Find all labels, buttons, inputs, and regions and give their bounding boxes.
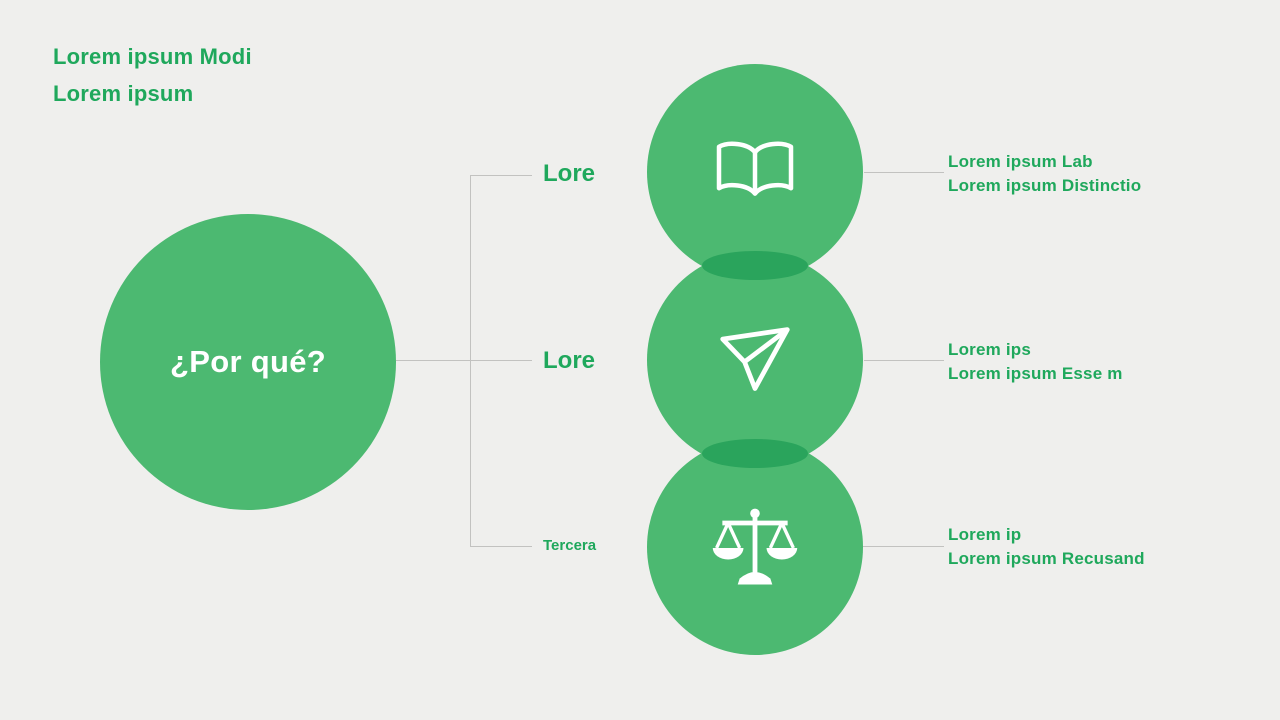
connector-right2-line [864, 360, 944, 361]
branch-label-1: Lore [543, 160, 596, 187]
circle-overlap-2 [702, 439, 808, 468]
root-circle: ¿Por qué? [100, 214, 396, 510]
branch2-description-line1: Lorem ips [948, 340, 1032, 359]
branch2-description: Lorem ips Lorem ipsum Esse m [948, 338, 1123, 386]
connector-right3-line [862, 546, 944, 547]
slide-title-line-1: Lorem ipsum Modi [53, 44, 252, 69]
branch-label-2: Lore [543, 347, 596, 374]
scales-icon [712, 508, 798, 585]
book-icon [716, 141, 794, 196]
paper-plane-icon [720, 327, 790, 391]
circle-overlap-1 [702, 251, 808, 280]
connector-branch3-line [470, 546, 532, 547]
branch1-description-line1: Lorem ipsum Lab [948, 152, 1093, 171]
branch2-description-line2: Lorem ipsum Esse m [948, 364, 1123, 383]
connector-root-line [396, 360, 470, 361]
node-circle-1 [647, 64, 863, 280]
slide-title-line-2: Lorem ipsum [53, 81, 194, 106]
branch3-description: Lorem ip Lorem ipsum Recusand [948, 523, 1145, 571]
connector-branch2-line [470, 360, 532, 361]
connector-branch1-line [470, 175, 532, 176]
branch-label-3: Tercera [543, 537, 597, 554]
root-circle-label: ¿Por qué? [170, 344, 326, 379]
branch3-description-line1: Lorem ip [948, 525, 1022, 544]
branch3-description-line2: Lorem ipsum Recusand [948, 549, 1145, 568]
connector-right1-line [864, 172, 944, 173]
node-circle-2 [647, 252, 863, 468]
branch1-description: Lorem ipsum Lab Lorem ipsum Distinctio [948, 150, 1141, 198]
node-circle-3 [647, 439, 863, 655]
branch1-description-line2: Lorem ipsum Distinctio [948, 176, 1142, 195]
